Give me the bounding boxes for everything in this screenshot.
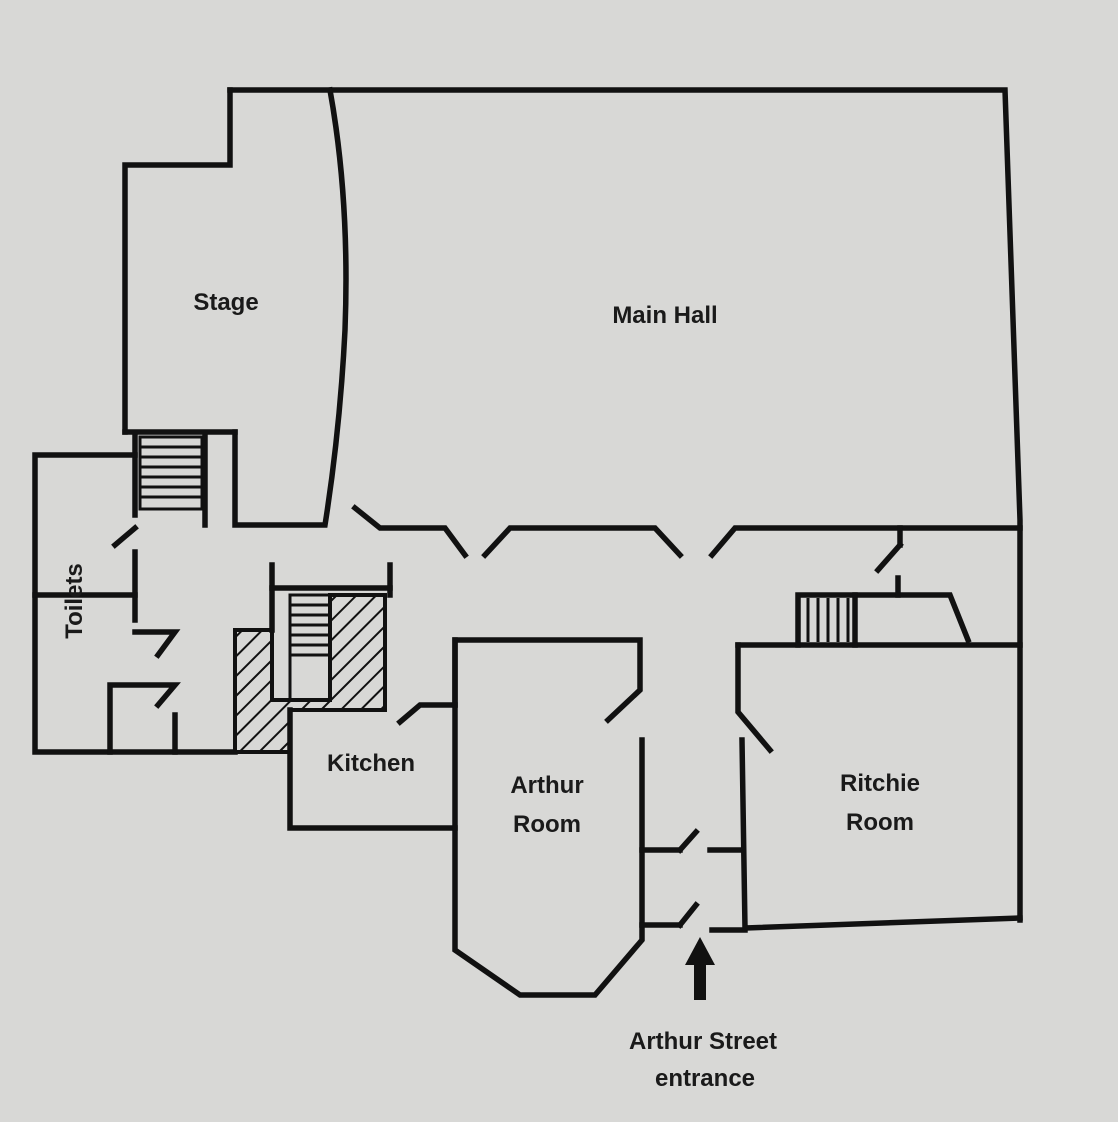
stage-area [122,86,349,528]
up-arrow-icon [685,937,715,1000]
toilets-label: Toilets [61,563,88,639]
stair-core [233,562,393,754]
stage-label: Stage [193,289,258,316]
entrance-label-line1: Arthur Street [629,1028,777,1055]
arthur-room-area [452,637,645,998]
kitchen-area [287,702,458,831]
ritchie-room-label-line2: Room [846,809,914,836]
ritchie-steps [795,525,972,648]
entrance-corridor [639,828,748,933]
main-hall-area [227,87,1023,923]
stage-steps [122,429,238,528]
main-hall-label: Main Hall [612,302,717,329]
ritchie-room-area [735,642,1023,931]
arthur-room-label-line1: Arthur [510,772,583,799]
entrance-label-line2: entrance [655,1065,755,1092]
ritchie-room-label-line1: Ritchie [840,770,920,797]
toilets-area [32,452,238,755]
kitchen-label: Kitchen [327,750,415,777]
arthur-room-label-line2: Room [513,811,581,838]
